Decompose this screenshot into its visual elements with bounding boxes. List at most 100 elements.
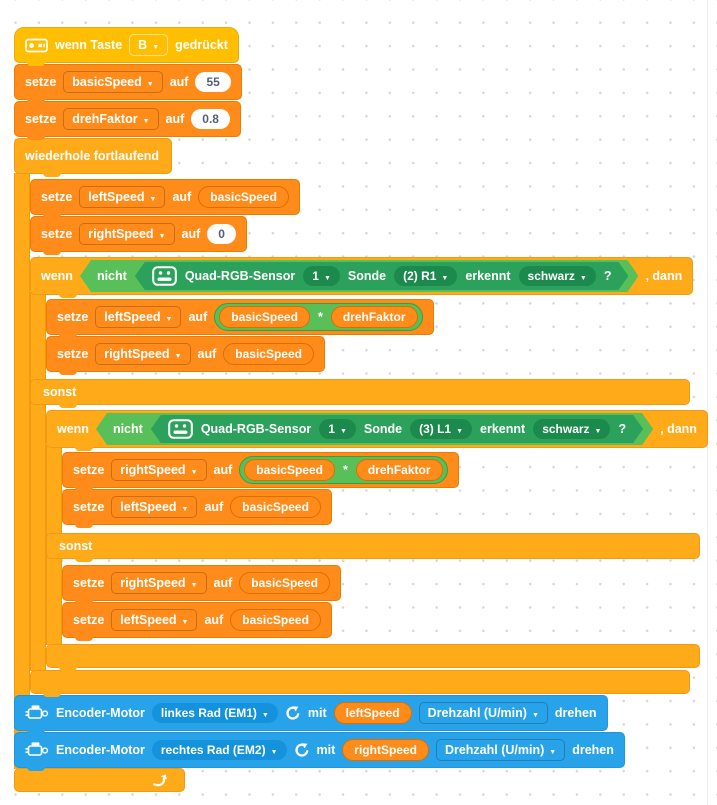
else-label: sonst <box>43 385 77 399</box>
variable-dropdown[interactable]: rightSpeed <box>95 343 191 365</box>
to-keyword: auf <box>172 190 192 204</box>
to-keyword: auf <box>213 463 233 477</box>
with-label: mit <box>307 706 327 720</box>
motor-port-dropdown[interactable]: rechtes Rad (EM2) <box>151 740 287 760</box>
variable-reporter[interactable]: basicSpeed <box>244 459 335 481</box>
if-keyword: wenn <box>57 422 89 436</box>
multiply-operator-block[interactable]: basicSpeed * drehFaktor <box>239 456 448 484</box>
set-keyword: setze <box>57 347 89 361</box>
not-operator-block[interactable]: nicht Quad-RGB-Sensor 1 Sonde (3) L1 erk… <box>96 413 653 445</box>
probe-dropdown[interactable]: (2) R1 <box>394 266 457 286</box>
variable-dropdown[interactable]: basicSpeed <box>63 71 163 93</box>
probe-dropdown[interactable]: (3) L1 <box>410 419 472 439</box>
set-basicspeed-block[interactable]: setze basicSpeed auf 55 <box>14 64 242 103</box>
cyberpi-icon <box>25 38 48 53</box>
set-rightspeed-block[interactable]: setze rightSpeed auf 0 <box>30 216 247 255</box>
variable-dropdown[interactable]: leftSpeed <box>111 496 198 518</box>
variable-dropdown[interactable]: leftSpeed <box>95 306 182 328</box>
set-keyword: setze <box>57 310 89 324</box>
multiply-sign: * <box>342 463 348 477</box>
variable-reporter[interactable]: basicSpeed <box>239 572 330 594</box>
encoder-motor-left-block[interactable]: Encoder-Motor linkes Rad (EM1) mit leftS… <box>14 695 608 734</box>
to-keyword: auf <box>197 347 217 361</box>
set-rightspeed-mult-block[interactable]: setze rightSpeed auf basicSpeed * drehFa… <box>62 452 459 491</box>
hat-label-prefix: wenn Taste <box>55 38 123 52</box>
variable-reporter[interactable]: basicSpeed <box>230 609 321 631</box>
probe-value: (2) R1 <box>403 269 437 283</box>
multiply-operator-block[interactable]: basicSpeed * drehFaktor <box>214 303 423 331</box>
variable-dropdown[interactable]: leftSpeed <box>111 609 198 631</box>
variable-reporter[interactable]: basicSpeed <box>223 343 314 365</box>
if1-end-bar[interactable] <box>30 670 690 697</box>
sensor-index-dropdown[interactable]: 1 <box>303 266 340 286</box>
motor-unit-dropdown[interactable]: Drehzahl (U/min) <box>418 702 548 724</box>
color-value: schwarz <box>542 422 590 436</box>
variable-reporter[interactable]: basicSpeed <box>198 186 289 208</box>
number-input[interactable]: 55 <box>195 72 231 92</box>
variable-dropdown[interactable]: drehFaktor <box>63 108 159 130</box>
to-keyword: auf <box>169 75 189 89</box>
hat-when-button-pressed-block[interactable]: wenn Taste B gedrückt <box>14 27 239 66</box>
variable-dropdown[interactable]: rightSpeed <box>79 223 175 245</box>
set-keyword: setze <box>25 112 57 126</box>
set-leftspeed-basic-block[interactable]: setze leftSpeed auf basicSpeed <box>62 602 332 641</box>
to-keyword: auf <box>181 227 201 241</box>
color-dropdown[interactable]: schwarz <box>519 266 596 286</box>
workspace-edge-divider <box>707 0 708 805</box>
encoder-motor-label: Encoder-Motor <box>56 706 145 720</box>
key-dropdown-value: B <box>138 38 148 52</box>
variable-dropdown[interactable]: rightSpeed <box>111 459 207 481</box>
forever-label: wiederhole fortlaufend <box>25 149 160 163</box>
dropdown-caret-icon <box>324 269 331 283</box>
number-input[interactable]: 0 <box>207 224 236 244</box>
sensor-name-label: Quad-RGB-Sensor <box>184 269 296 283</box>
set-leftspeed-block[interactable]: setze leftSpeed auf basicSpeed <box>30 179 300 218</box>
dropdown-caret-icon <box>143 112 150 126</box>
set-leftspeed-mult-block[interactable]: setze leftSpeed auf basicSpeed * drehFak… <box>46 299 434 338</box>
quad-rgb-sensor-boolean-block[interactable]: Quad-RGB-Sensor 1 Sonde (2) R1 erkennt s… <box>135 262 629 290</box>
color-dropdown[interactable]: schwarz <box>533 419 610 439</box>
if1-else-bar[interactable]: sonst <box>30 379 690 408</box>
dropdown-caret-icon <box>166 310 173 324</box>
variable-reporter[interactable]: drehFaktor <box>355 459 443 481</box>
dropdown-caret-icon <box>152 38 159 52</box>
key-dropdown[interactable]: B <box>129 34 169 56</box>
sensor-index-value: 1 <box>312 269 319 283</box>
variable-reporter[interactable]: rightSpeed <box>342 739 429 761</box>
detect-label: erkennt <box>465 269 511 283</box>
sensor-index-dropdown[interactable]: 1 <box>319 419 356 439</box>
forever-loop-foot[interactable] <box>14 768 185 792</box>
variable-reporter[interactable]: leftSpeed <box>333 702 412 724</box>
motor-unit-value: Drehzahl (U/min) <box>427 706 527 720</box>
variable-dropdown[interactable]: leftSpeed <box>79 186 166 208</box>
dropdown-caret-icon <box>271 743 278 757</box>
variable-reporter[interactable]: drehFaktor <box>330 306 418 328</box>
set-rightspeed-basic-block[interactable]: setze rightSpeed auf basicSpeed <box>62 565 341 604</box>
variable-reporter[interactable]: basicSpeed <box>230 496 321 518</box>
if1-header[interactable]: wenn nicht Quad-RGB-Sensor 1 Sonde (2) R… <box>30 257 694 298</box>
set-rightspeed-basic-block[interactable]: setze rightSpeed auf basicSpeed <box>46 336 325 375</box>
variable-reporter[interactable]: basicSpeed <box>219 306 310 328</box>
if2-header[interactable]: wenn nicht Quad-RGB-Sensor 1 Sonde (3) L… <box>46 410 708 451</box>
quad-rgb-sensor-boolean-block[interactable]: Quad-RGB-Sensor 1 Sonde (3) L1 erkennt s… <box>151 415 643 443</box>
dropdown-caret-icon <box>182 500 189 514</box>
variable-dropdown[interactable]: rightSpeed <box>111 572 207 594</box>
motor-port-dropdown[interactable]: linkes Rad (EM1) <box>151 703 278 723</box>
not-operator-block[interactable]: nicht Quad-RGB-Sensor 1 Sonde (2) R1 erk… <box>80 260 639 292</box>
motor-port-value: rechtes Rad (EM2) <box>160 743 266 757</box>
variable-dropdown-value: rightSpeed <box>120 576 186 590</box>
dropdown-caret-icon <box>532 706 539 720</box>
if-keyword: wenn <box>41 269 73 283</box>
set-leftspeed-basic-block[interactable]: setze leftSpeed auf basicSpeed <box>62 489 332 528</box>
forever-loop-header[interactable]: wiederhole fortlaufend <box>14 138 172 177</box>
set-drehfaktor-block[interactable]: setze drehFaktor auf 0.8 <box>14 101 241 140</box>
if2-else-bar[interactable]: sonst <box>46 533 700 562</box>
if2-end-bar[interactable] <box>46 644 700 671</box>
probe-label: Sonde <box>347 269 387 283</box>
encoder-motor-icon <box>25 741 49 759</box>
number-input[interactable]: 0.8 <box>191 109 230 129</box>
encoder-motor-right-block[interactable]: Encoder-Motor rechtes Rad (EM2) mit righ… <box>14 732 625 771</box>
to-keyword: auf <box>188 310 208 324</box>
motor-unit-dropdown[interactable]: Drehzahl (U/min) <box>435 739 566 761</box>
